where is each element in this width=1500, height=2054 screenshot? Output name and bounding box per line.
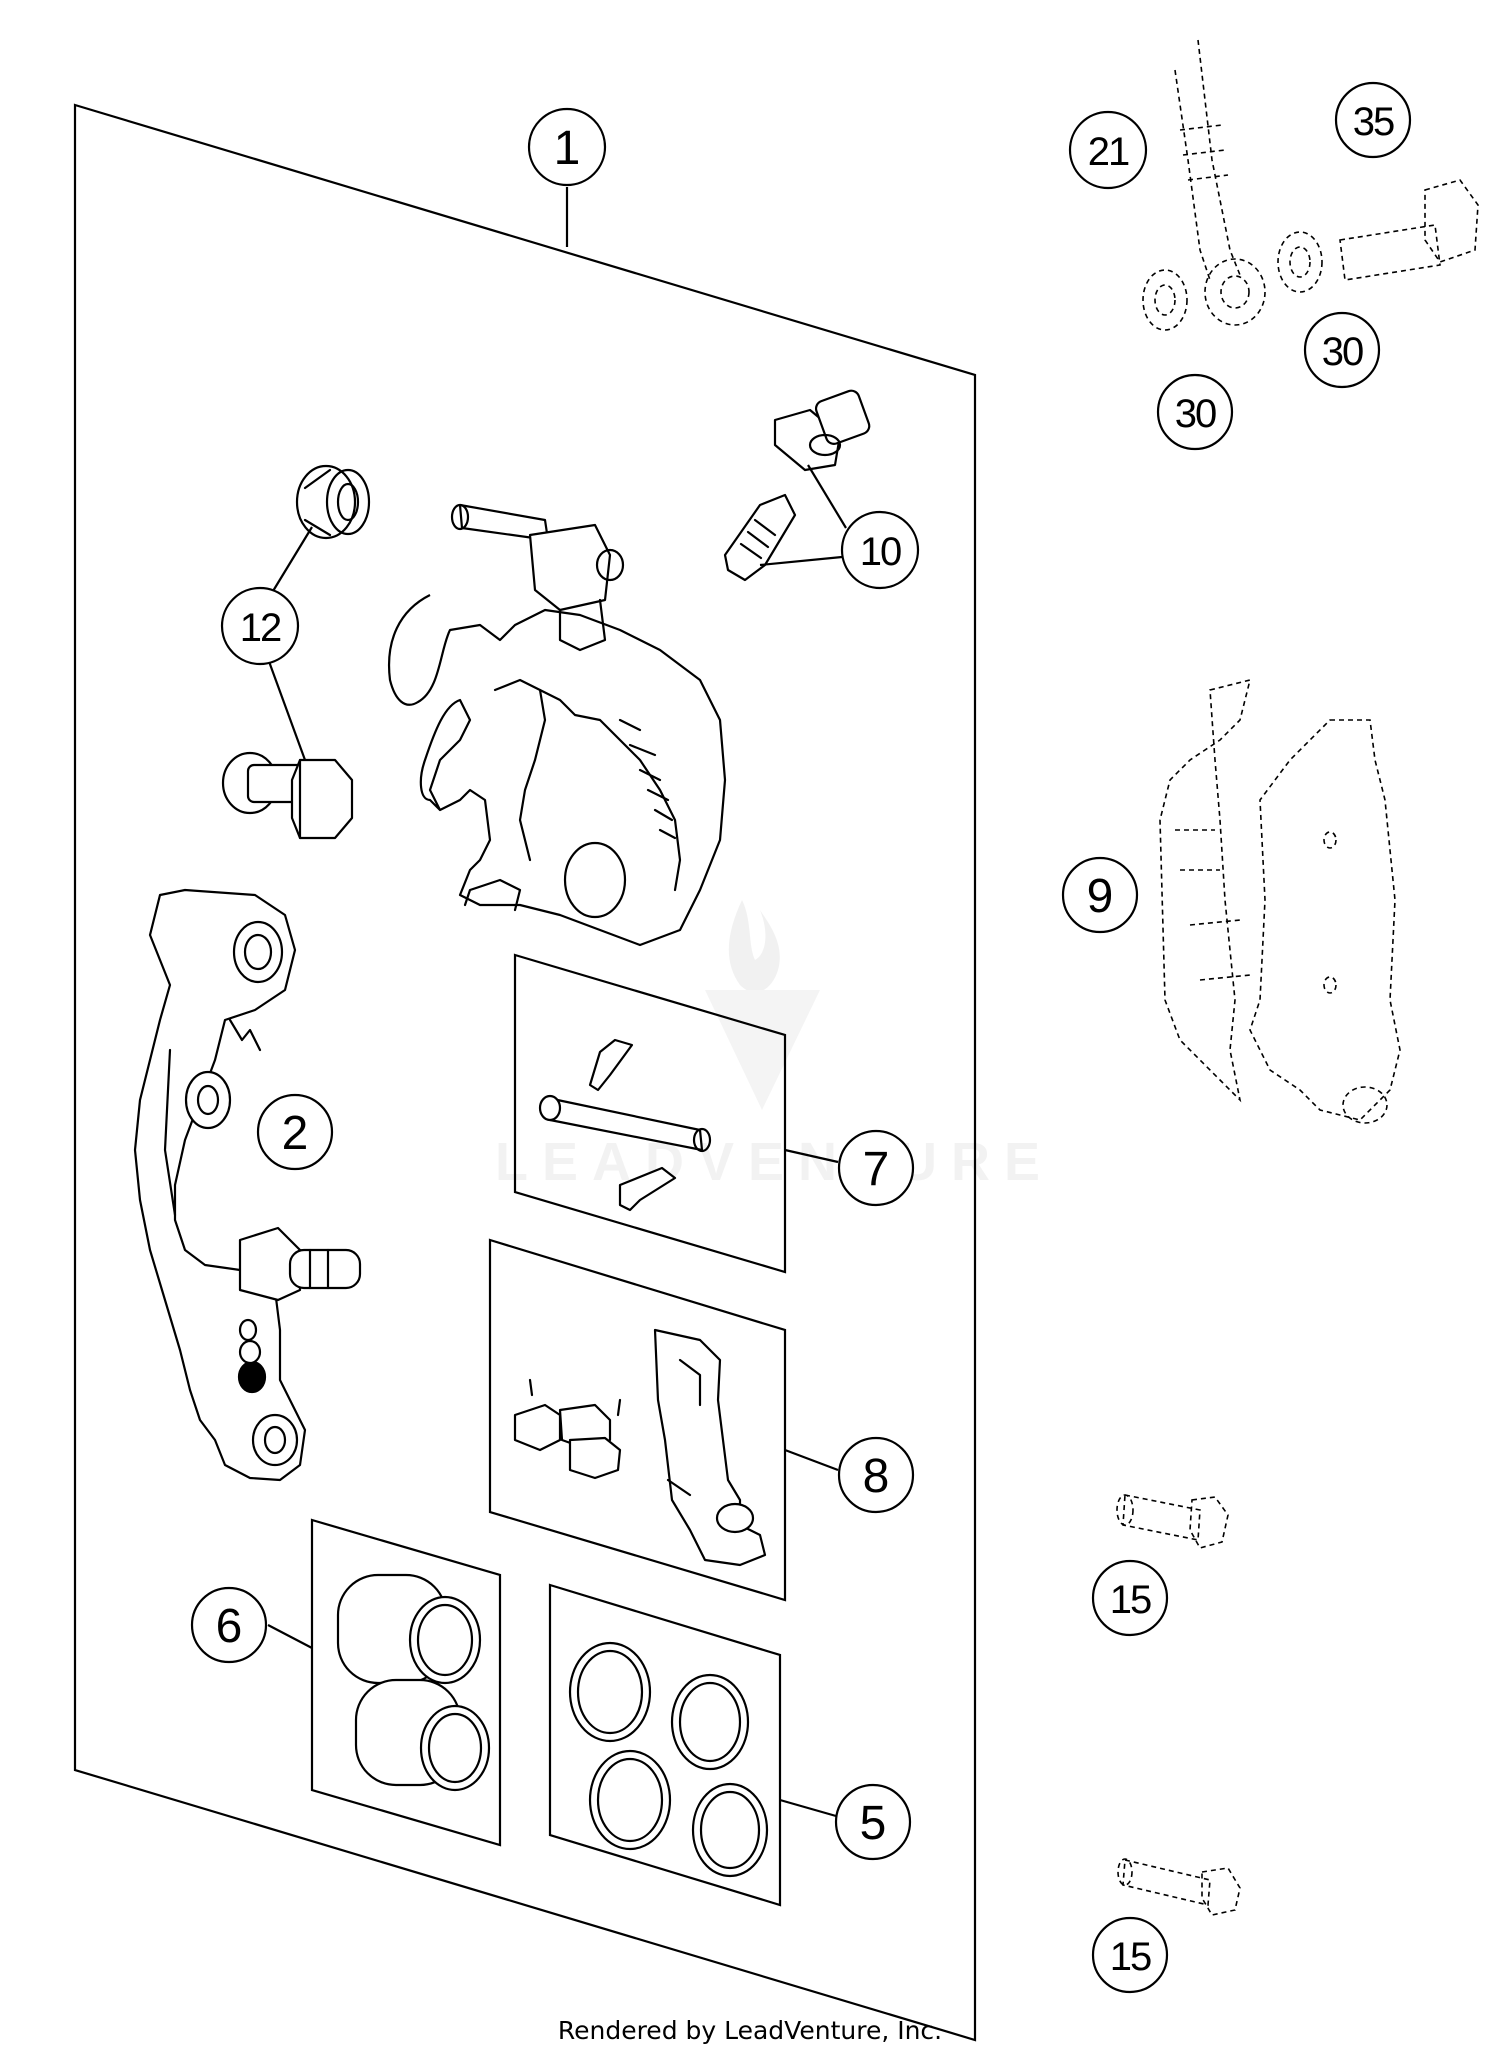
callout-21-label: 21 xyxy=(1088,130,1129,174)
part-15-bolt-lower xyxy=(1117,1858,1241,1916)
caliper-kit-frame xyxy=(73,103,977,2042)
callout-9-label: 9 xyxy=(1087,870,1114,923)
callout-21: 21 xyxy=(1068,110,1148,190)
callout-35-label: 35 xyxy=(1353,100,1394,144)
callout-15-lower-label: 15 xyxy=(1110,1935,1151,1979)
part-9-brake-pads xyxy=(1159,678,1401,1124)
callout-30-lower: 30 xyxy=(1156,373,1234,451)
part-15-bolt-upper xyxy=(1116,1494,1229,1549)
callout-12: 12 xyxy=(220,586,300,666)
callout-10-label: 10 xyxy=(860,530,901,574)
part-6-pistons xyxy=(267,1518,502,1847)
part-8-pad-retainer-kit xyxy=(488,1238,839,1602)
callout-7-label: 7 xyxy=(863,1143,890,1196)
callout-8-label: 8 xyxy=(863,1450,890,1503)
callout-15-upper-label: 15 xyxy=(1110,1578,1151,1622)
callout-9: 9 xyxy=(1061,856,1139,934)
callout-2-label: 2 xyxy=(282,1107,309,1160)
callout-35: 35 xyxy=(1334,81,1412,159)
watermark-text: LEADVENTURE xyxy=(495,1132,1054,1192)
leadventure-watermark: LEADVENTURE xyxy=(495,900,1054,1192)
callout-1-label: 1 xyxy=(554,122,581,175)
callout-6: 6 xyxy=(190,1586,268,1664)
callout-5-label: 5 xyxy=(860,1797,887,1850)
callout-7: 7 xyxy=(837,1129,915,1207)
part-12-bolt-and-cap xyxy=(221,464,371,840)
part-7-pin-kit xyxy=(513,953,839,1274)
callout-12-label: 12 xyxy=(240,606,281,650)
callout-30-right-label: 30 xyxy=(1322,330,1363,374)
callout-1: 1 xyxy=(527,107,607,187)
caliper-body xyxy=(388,503,727,947)
callout-6-label: 6 xyxy=(216,1600,243,1653)
callout-2: 2 xyxy=(256,1093,334,1171)
footer-credit: Rendered by LeadVenture, Inc. xyxy=(557,2016,943,2045)
parts-21-30-35-mount-bolt xyxy=(1142,39,1479,331)
callout-15-lower: 15 xyxy=(1091,1916,1169,1994)
callout-30-right: 30 xyxy=(1303,311,1381,389)
part-2-caliper-bracket xyxy=(133,888,362,1482)
callout-15-upper: 15 xyxy=(1091,1559,1169,1637)
callout-5: 5 xyxy=(834,1783,912,1861)
part-10-bleed-screw xyxy=(723,389,871,582)
part-5-seal-kit xyxy=(548,1583,837,1907)
callout-8: 8 xyxy=(837,1436,915,1514)
callout-10: 10 xyxy=(840,510,920,590)
callout-30-lower-label: 30 xyxy=(1175,392,1216,436)
